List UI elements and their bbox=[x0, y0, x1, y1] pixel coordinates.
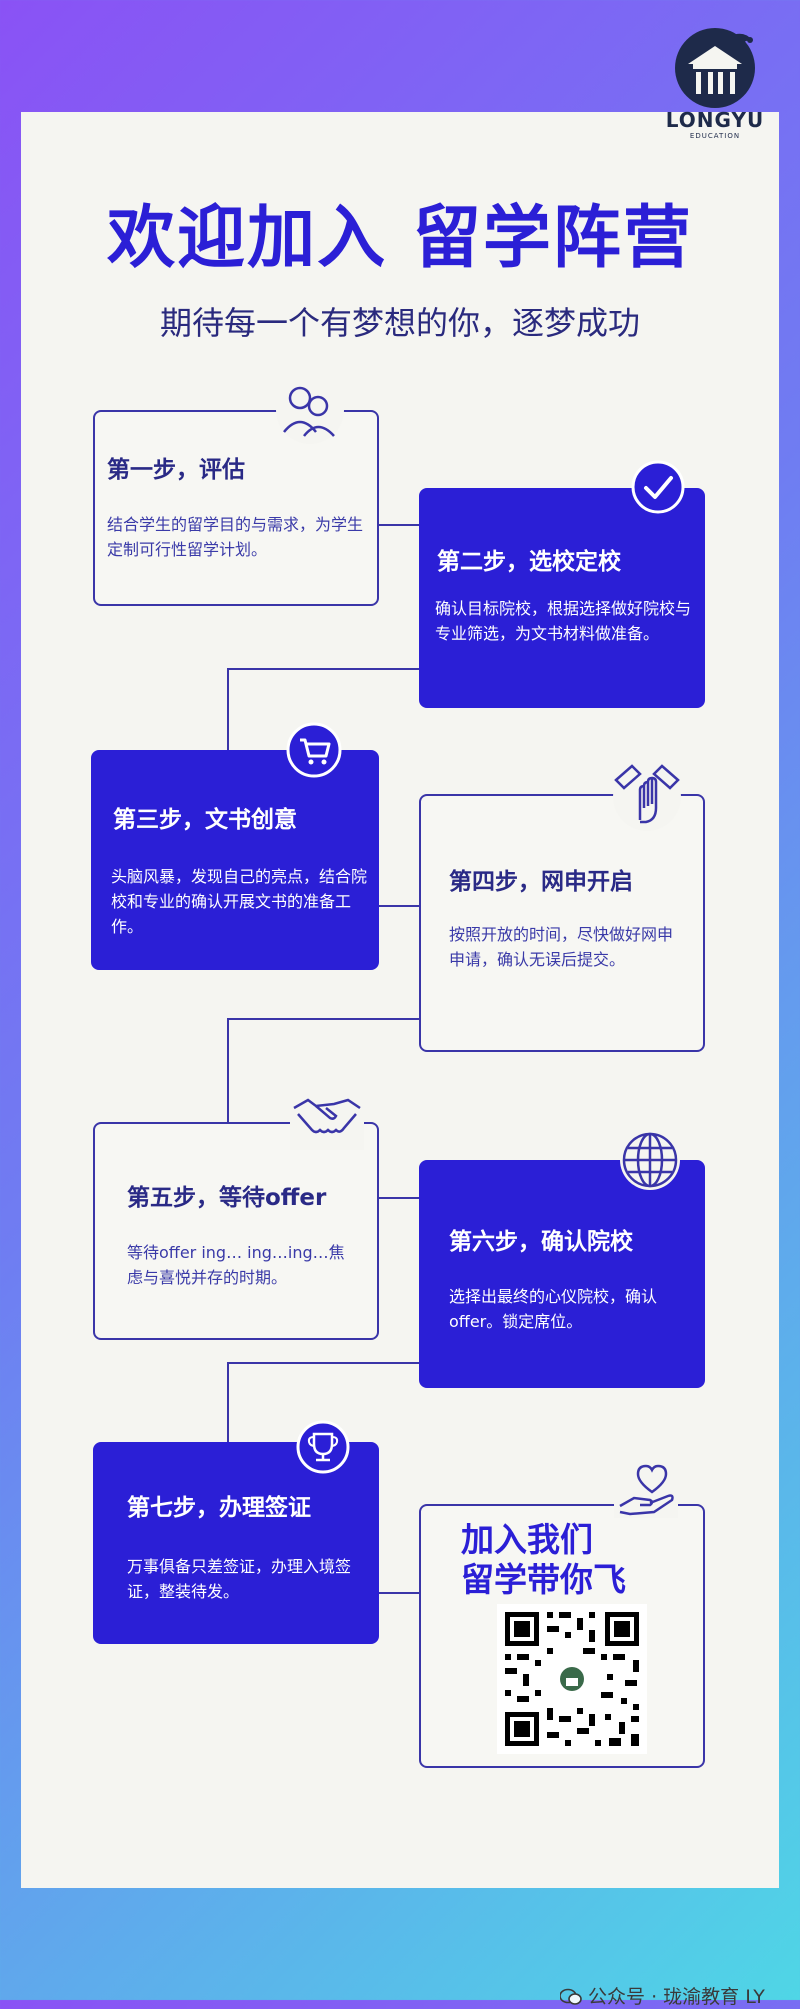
handshake-icon bbox=[290, 1090, 364, 1154]
watermark: 公众号 · 珑渝教育 LY bbox=[559, 1982, 765, 2009]
brand-logo: LONGYU EDUCATION bbox=[655, 20, 775, 140]
step-title: 第三步，文书创意 bbox=[113, 807, 297, 833]
step-card-2: 第二步，选校定校 确认目标院校，根据选择做好院校与专业筛选，为文书材料做准备。 bbox=[419, 488, 705, 708]
join-card: 加入我们 留学带你飞 bbox=[419, 1504, 705, 1768]
page-subtitle: 期待每一个有梦想的你，逐梦成功 bbox=[159, 304, 640, 342]
globe-icon bbox=[618, 1128, 682, 1196]
wechat-icon bbox=[559, 1988, 582, 2005]
watermark-text: 公众号 · 珑渝教育 LY bbox=[588, 1986, 765, 2008]
connector-line bbox=[227, 1018, 229, 1122]
connector-line bbox=[227, 1362, 419, 1364]
cart-icon bbox=[286, 722, 342, 782]
join-title-line2: 留学带你飞 bbox=[461, 1560, 626, 1599]
connector-line bbox=[379, 1197, 419, 1199]
connector-line bbox=[379, 524, 419, 526]
step-body: 结合学生的留学目的与需求，为学生定制可行性留学计划。 bbox=[107, 515, 364, 559]
step-card-3: 第三步，文书创意 头脑风暴，发现自己的亮点，结合院校和专业的确认开展文书的准备工… bbox=[91, 750, 379, 970]
step-body: 按照开放的时间，尽快做好网申申请，确认无误后提交。 bbox=[449, 925, 674, 969]
step-title: 第六步，确认院校 bbox=[449, 1229, 633, 1255]
heart-hand-icon bbox=[614, 1462, 678, 1522]
connector-line bbox=[227, 1362, 229, 1442]
step-card-1: 第一步，评估 结合学生的留学目的与需求，为学生定制可行性留学计划。 bbox=[93, 410, 379, 606]
people-icon bbox=[274, 374, 346, 450]
step-card-7: 第七步，办理签证 万事俱备只差签证，办理入境签证，整装待发。 bbox=[93, 1442, 379, 1644]
connector-line bbox=[227, 668, 229, 750]
step-body: 头脑风暴，发现自己的亮点，结合院校和专业的确认开展文书的准备工作。 bbox=[111, 867, 368, 936]
checkmark-icon bbox=[631, 460, 685, 518]
teamwork-hands-icon bbox=[610, 760, 684, 838]
page-title: 欢迎加入 留学阵营 bbox=[107, 199, 693, 278]
step-body: 选择出最终的心仪院校，确认offer。锁定席位。 bbox=[449, 1287, 658, 1331]
step-body: 万事俱备只差签证，办理入境签证，整装待发。 bbox=[127, 1557, 352, 1601]
brand-name: LONGYU bbox=[665, 108, 765, 132]
qr-code[interactable] bbox=[497, 1604, 647, 1754]
step-body: 等待offer ing… ing…ing…焦虑与喜悦并存的时期。 bbox=[127, 1243, 345, 1287]
connector-line bbox=[227, 668, 419, 670]
step-card-5: 第五步，等待offer 等待offer ing… ing…ing…焦虑与喜悦并存… bbox=[93, 1122, 379, 1340]
qr-code-icon bbox=[497, 1604, 647, 1754]
step-title: 第四步，网申开启 bbox=[449, 869, 633, 895]
step-title: 第一步，评估 bbox=[107, 457, 245, 483]
join-title: 加入我们 留学带你飞 bbox=[461, 1520, 626, 1600]
connector-line bbox=[379, 905, 419, 907]
step-title: 第七步，办理签证 bbox=[127, 1495, 311, 1521]
join-title-line1: 加入我们 bbox=[461, 1520, 593, 1559]
step-title: 第二步，选校定校 bbox=[437, 549, 621, 575]
connector-line bbox=[379, 1592, 419, 1594]
temple-dragon-logo-icon bbox=[675, 28, 755, 108]
step-card-6: 第六步，确认院校 选择出最终的心仪院校，确认offer。锁定席位。 bbox=[419, 1160, 705, 1388]
step-card-4: 第四步，网申开启 按照开放的时间，尽快做好网申申请，确认无误后提交。 bbox=[419, 794, 705, 1052]
brand-subtitle: EDUCATION bbox=[689, 132, 741, 140]
step-body: 确认目标院校，根据选择做好院校与专业筛选，为文书材料做准备。 bbox=[435, 599, 692, 643]
step-title: 第五步，等待offer bbox=[127, 1185, 327, 1211]
trophy-icon bbox=[296, 1420, 350, 1478]
connector-line bbox=[227, 1018, 419, 1020]
